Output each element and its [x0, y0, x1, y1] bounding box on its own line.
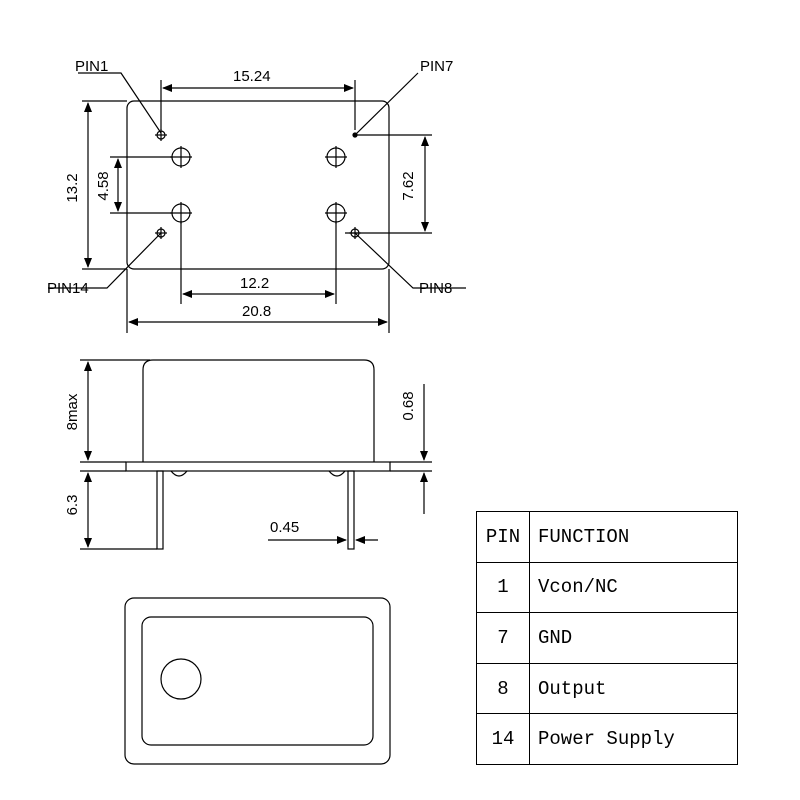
side-view-body — [142, 359, 375, 462]
dim-body-height: 8max — [64, 393, 81, 430]
table-row: 7 GND — [476, 612, 738, 664]
pin-number: 7 — [476, 612, 530, 664]
pin-hole-upper-right — [325, 146, 347, 168]
pin1-label: PIN1 — [75, 58, 108, 75]
pin-hole-lower-left — [170, 202, 192, 224]
top-view-outline — [126, 100, 390, 270]
dim-bottom-spacing: 12.2 — [240, 275, 269, 292]
pin1-leader — [78, 72, 162, 134]
table-header-row: PIN FUNCTION — [476, 511, 738, 563]
pin7-leader — [354, 72, 419, 136]
dim-pin-spacing: 4.58 — [95, 171, 112, 200]
table-row: 14 Power Supply — [476, 713, 738, 765]
pin14-label: PIN14 — [47, 280, 89, 297]
pin-function-table: PIN FUNCTION 1 Vcon/NC 7 GND 8 Output 14… — [476, 511, 738, 765]
dim-lead-diameter: 0.45 — [270, 519, 299, 536]
table-row: 8 Output — [476, 662, 738, 715]
pin-function: Output — [529, 662, 738, 715]
dim-flange: 0.68 — [400, 391, 417, 420]
pin14-leader — [48, 232, 162, 289]
dim-overall-width: 20.8 — [242, 303, 271, 320]
dim-right-spacing: 7.62 — [400, 171, 417, 200]
pin7-label: PIN7 — [420, 58, 453, 75]
dim-lead-length: 6.3 — [64, 495, 81, 516]
header-pin: PIN — [476, 511, 530, 563]
side-view-lead-left — [156, 470, 164, 550]
pin-function: Power Supply — [529, 713, 738, 765]
table-row: 1 Vcon/NC — [476, 561, 738, 614]
header-function: FUNCTION — [529, 511, 738, 563]
bottom-view-inner — [141, 616, 374, 746]
side-view-flange — [125, 461, 391, 472]
pin1-marker — [155, 129, 167, 141]
side-view-lead-right — [347, 470, 355, 550]
pin-number: 8 — [476, 662, 530, 715]
dim-height: 13.2 — [64, 173, 81, 202]
pin-number: 1 — [476, 561, 530, 614]
pin-function: GND — [529, 612, 738, 664]
pin8-label: PIN8 — [419, 280, 452, 297]
dim-top-width: 15.24 — [233, 68, 271, 85]
pin-hole-upper-left — [170, 146, 192, 168]
bottom-view-dot — [160, 658, 202, 700]
pin-function: Vcon/NC — [529, 561, 738, 614]
pin-number: 14 — [476, 713, 530, 765]
bottom-view-outline — [124, 597, 391, 765]
pin8-leader — [354, 232, 466, 289]
pin-hole-lower-right — [325, 202, 347, 224]
